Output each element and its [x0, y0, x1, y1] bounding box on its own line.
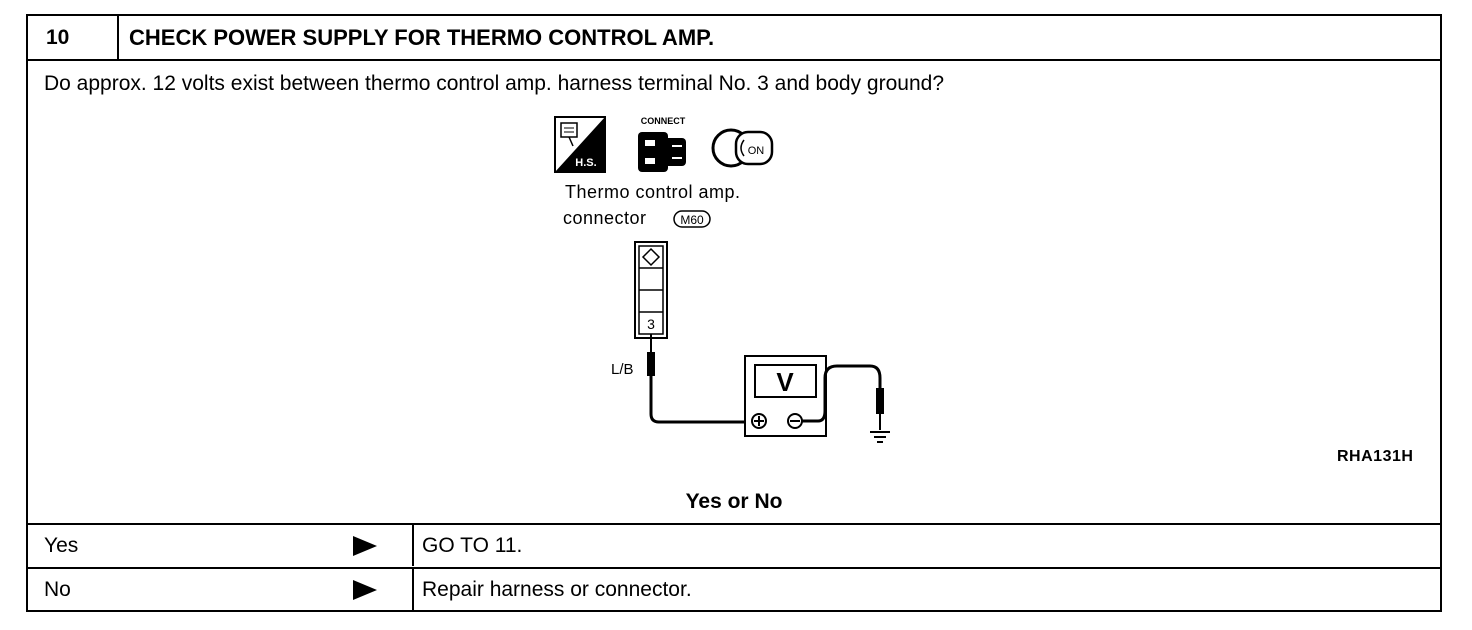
meter-symbol: V: [776, 367, 794, 397]
action-text: Repair harness or connector.: [422, 578, 692, 601]
answer-label: No: [44, 578, 71, 601]
connect-label: CONNECT: [641, 116, 686, 126]
connector-label-line1: Thermo control amp.: [565, 182, 741, 202]
result-row-no: No Repair harness or connector.: [28, 567, 1440, 610]
wire-color-label: L/B: [611, 361, 634, 378]
voltmeter: V: [744, 355, 827, 437]
harness-side-icon: H.S.: [554, 116, 606, 173]
ground-icon: [870, 431, 890, 443]
result-heading: Yes or No: [685, 490, 783, 513]
column-divider: [412, 525, 414, 566]
inspection-question: Do approx. 12 volts exist between thermo…: [44, 72, 944, 95]
step-header: 10 CHECK POWER SUPPLY FOR THERMO CONTROL…: [28, 16, 1440, 61]
arrow-right-icon: [353, 536, 377, 556]
column-divider: [412, 569, 414, 610]
negative-test-lead: [802, 364, 884, 430]
ignition-on-icon: ON: [711, 128, 774, 168]
hs-label: H.S.: [575, 157, 596, 169]
inspection-step-table: 10 CHECK POWER SUPPLY FOR THERMO CONTROL…: [26, 14, 1442, 612]
arrow-right-icon: [353, 580, 377, 600]
on-label: ON: [748, 145, 765, 157]
connector-body: 3: [634, 241, 668, 339]
connect-icon: CONNECT: [638, 116, 686, 172]
connector-label-line2: connector: [563, 208, 647, 228]
positive-test-lead: [647, 334, 754, 424]
connector-id: M60: [680, 213, 704, 227]
connector-id-badge: [673, 210, 711, 228]
step-number: 10: [28, 16, 119, 59]
figure-code: RHA131H: [1337, 448, 1414, 465]
action-text: GO TO 11.: [422, 534, 523, 557]
terminal-number: 3: [647, 316, 655, 332]
step-title: CHECK POWER SUPPLY FOR THERMO CONTROL AM…: [129, 25, 715, 50]
answer-label: Yes: [44, 534, 79, 557]
result-row-yes: Yes GO TO 11.: [28, 523, 1440, 566]
wiring-diagram: H.S. CONNECT ON M60: [554, 116, 890, 443]
